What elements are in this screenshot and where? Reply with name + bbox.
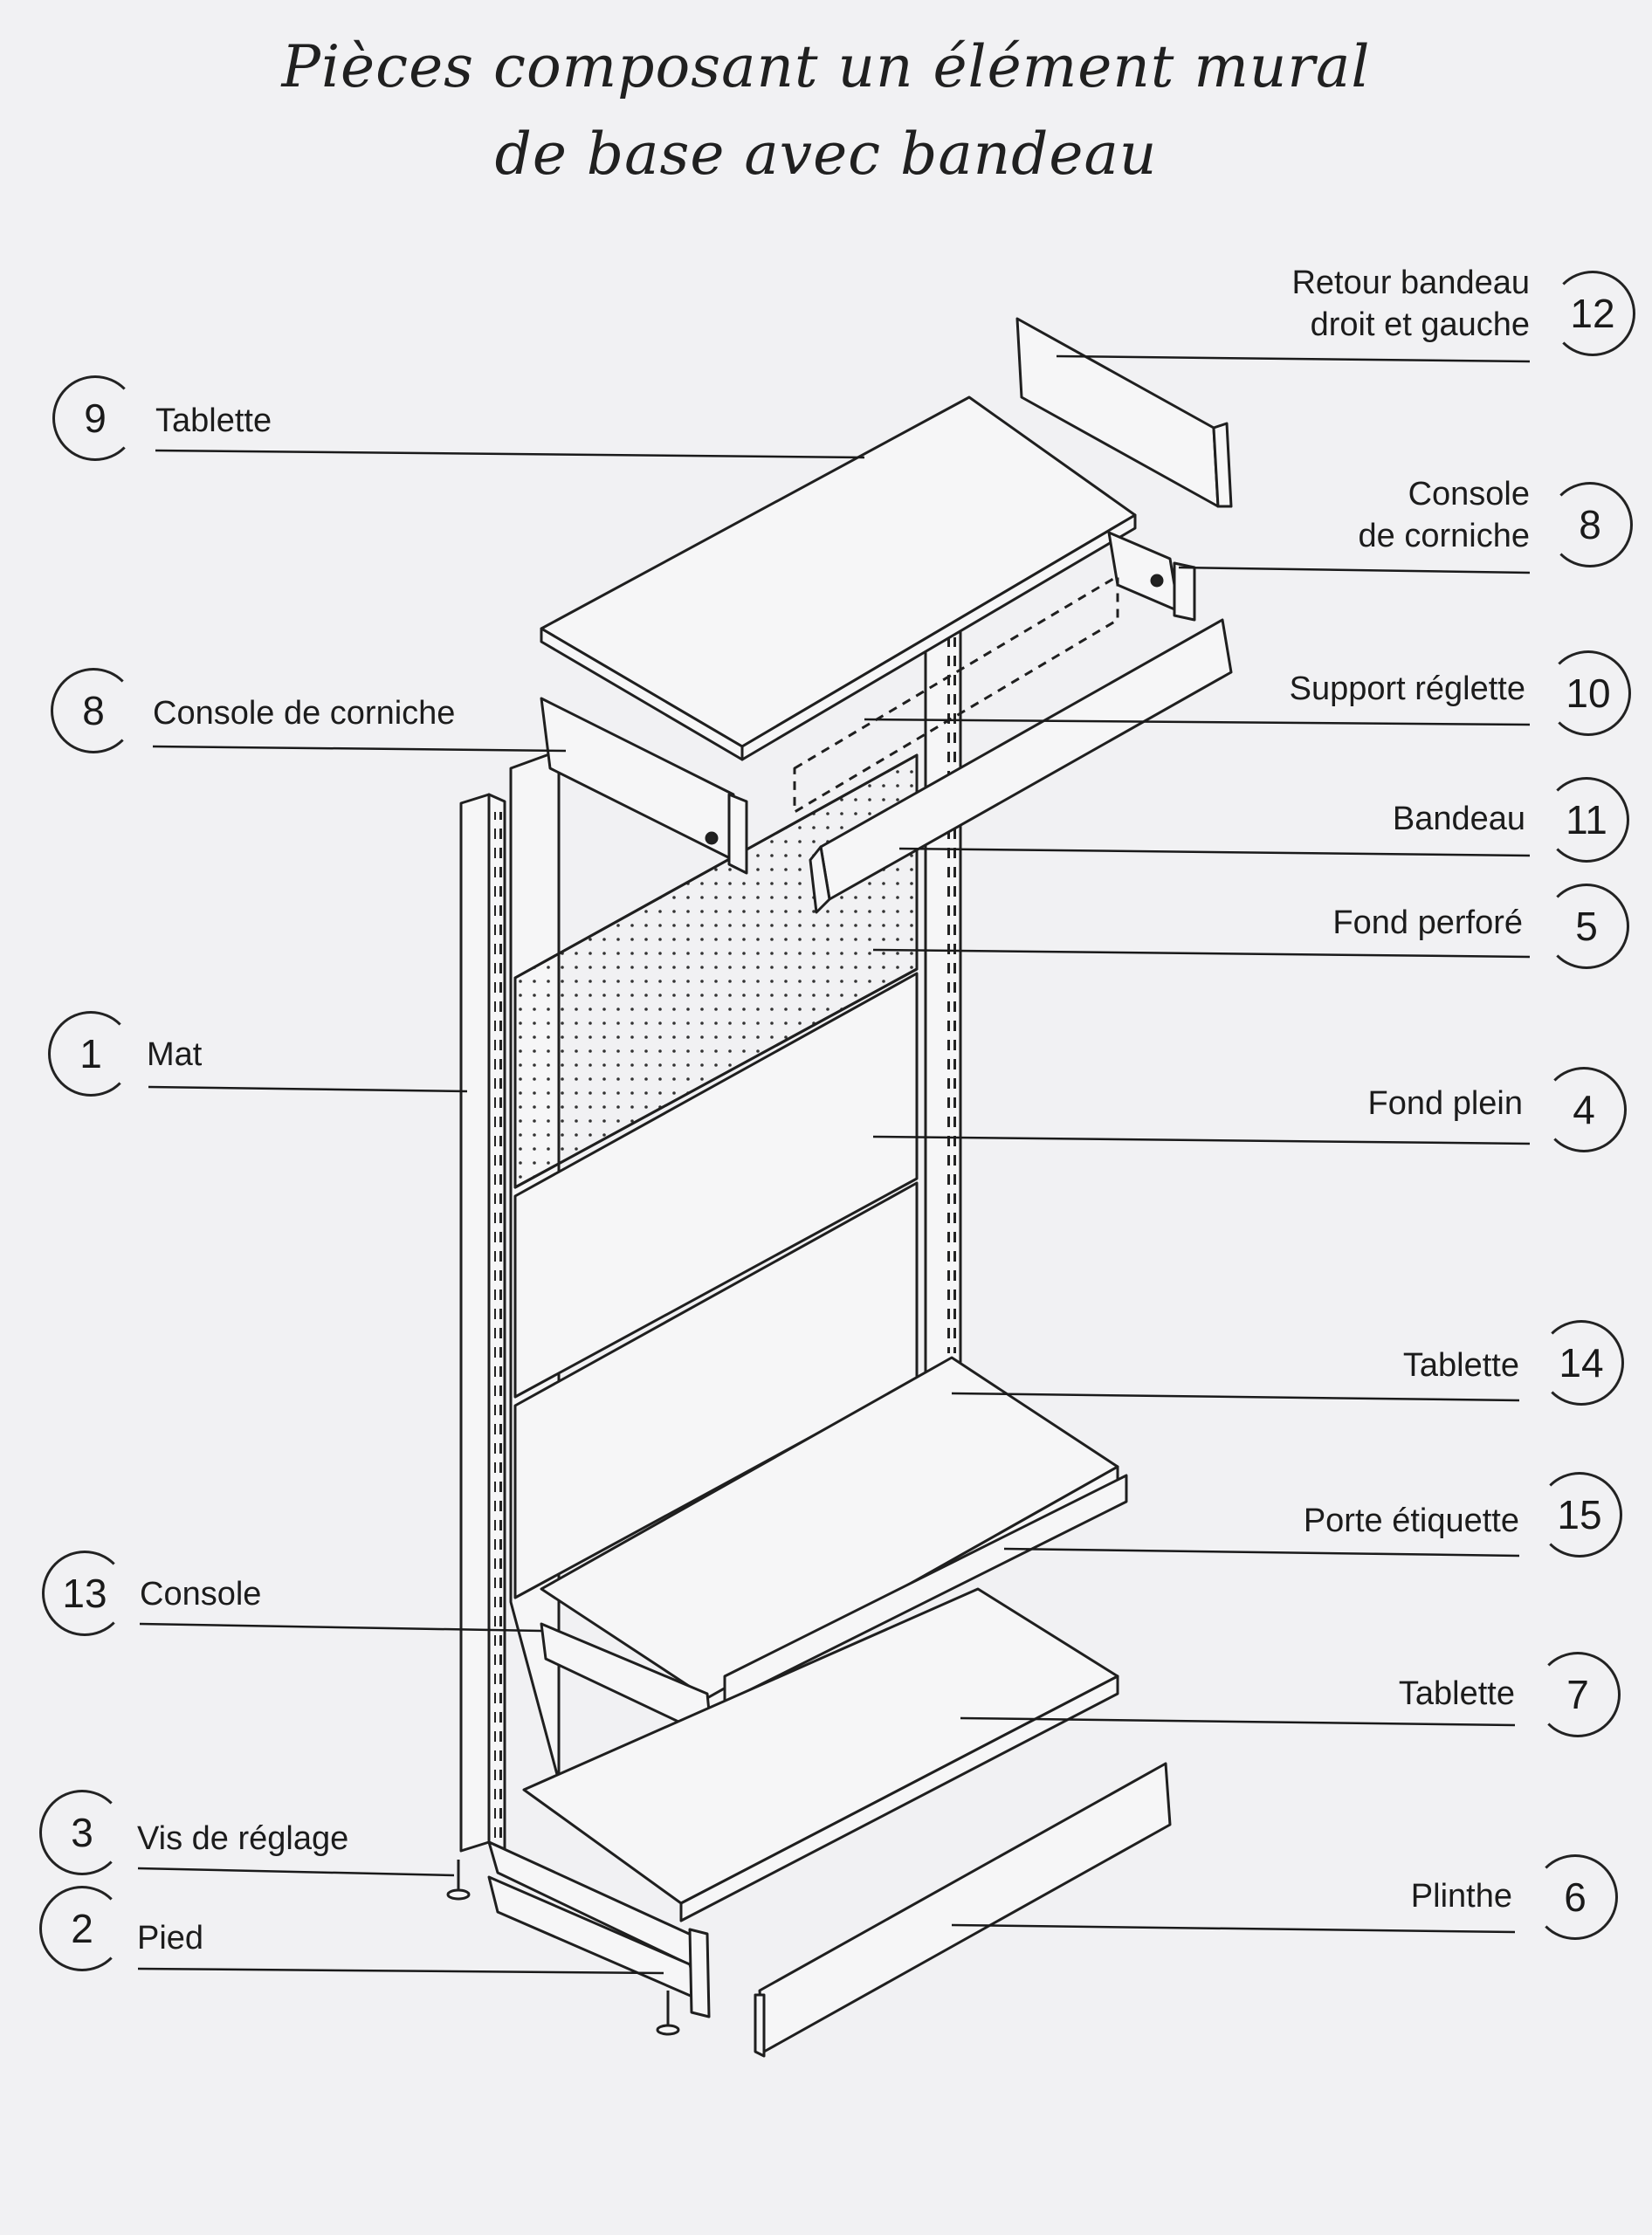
callout-label-console-de-corniche-right: Console de corniche <box>1359 473 1530 557</box>
rail-support <box>793 574 1119 814</box>
callout-label-vis-de-reglage: Vis de réglage <box>137 1820 349 1857</box>
fascia-panel <box>809 618 1233 914</box>
callout-label-support-reglette: Support réglette <box>1289 670 1525 707</box>
callout-label-retour-bandeau: Retour bandeau droit et gauche <box>1291 262 1530 346</box>
upright-left <box>459 793 506 1853</box>
callout-number-4: 4 <box>1541 1067 1627 1152</box>
callout-number-6: 6 <box>1532 1854 1618 1940</box>
callout-label-console-de-corniche-left: Console de corniche <box>153 695 456 732</box>
callout-number-5: 5 <box>1544 884 1629 969</box>
callout-label-pied: Pied <box>137 1920 204 1956</box>
callout-label-console: Console <box>140 1576 262 1613</box>
callout-label-tablette-14: Tablette <box>1402 1347 1519 1384</box>
fascia-return <box>1015 317 1233 508</box>
callout-label-bandeau: Bandeau <box>1392 801 1525 837</box>
callout-number-9: 9 <box>52 375 138 461</box>
upright-right <box>924 618 962 1381</box>
callout-label-mat: Mat <box>147 1036 203 1073</box>
cornice-bracket-right <box>1107 531 1196 622</box>
adjustment-feet <box>446 1860 680 2036</box>
callout-label-plinthe: Plinthe <box>1410 1878 1512 1915</box>
callout-number-2: 2 <box>39 1886 125 1971</box>
base-rail <box>487 1840 711 2018</box>
callout-number-13: 13 <box>42 1551 127 1636</box>
callout-label-tablette-9: Tablette <box>155 402 272 439</box>
callout-label-console-de-corniche-right-line-1: Console <box>1408 476 1530 512</box>
callout-label-retour-bandeau-line-1: Retour bandeau <box>1291 265 1530 301</box>
leader-lines <box>137 354 1531 1975</box>
cornice-bracket-left <box>540 697 748 875</box>
top-shelf <box>540 395 1137 761</box>
diagram-title-line-2: de base avec bandeau <box>494 120 1158 188</box>
callout-number-12: 12 <box>1550 271 1635 356</box>
callout-number-8-right: 8 <box>1547 482 1633 567</box>
callout-number-7: 7 <box>1535 1652 1621 1737</box>
callout-label-fond-plein: Fond plein <box>1367 1085 1523 1122</box>
callout-number-8-left: 8 <box>51 668 136 753</box>
callout-label-fond-perfore: Fond perforé <box>1332 904 1523 941</box>
callout-label-retour-bandeau-line-2: droit et gauche <box>1310 306 1530 343</box>
shelf-middle <box>540 1356 1128 1717</box>
diagram-title-line-1: Pièces composant un élément mural <box>281 33 1371 100</box>
callout-number-11: 11 <box>1544 777 1629 863</box>
callout-number-1: 1 <box>48 1011 134 1097</box>
callout-number-3: 3 <box>39 1790 125 1875</box>
callout-label-tablette-7: Tablette <box>1398 1675 1515 1712</box>
shelf-bottom <box>522 1587 1119 1922</box>
callout-number-10: 10 <box>1545 650 1631 736</box>
kick-plate <box>754 1762 1172 2058</box>
callout-label-console-de-corniche-right-line-2: de corniche <box>1358 518 1530 554</box>
callout-label-porte-etiquette: Porte étiquette <box>1303 1503 1519 1539</box>
callout-number-14: 14 <box>1538 1320 1624 1406</box>
callout-number-15: 15 <box>1537 1472 1622 1558</box>
